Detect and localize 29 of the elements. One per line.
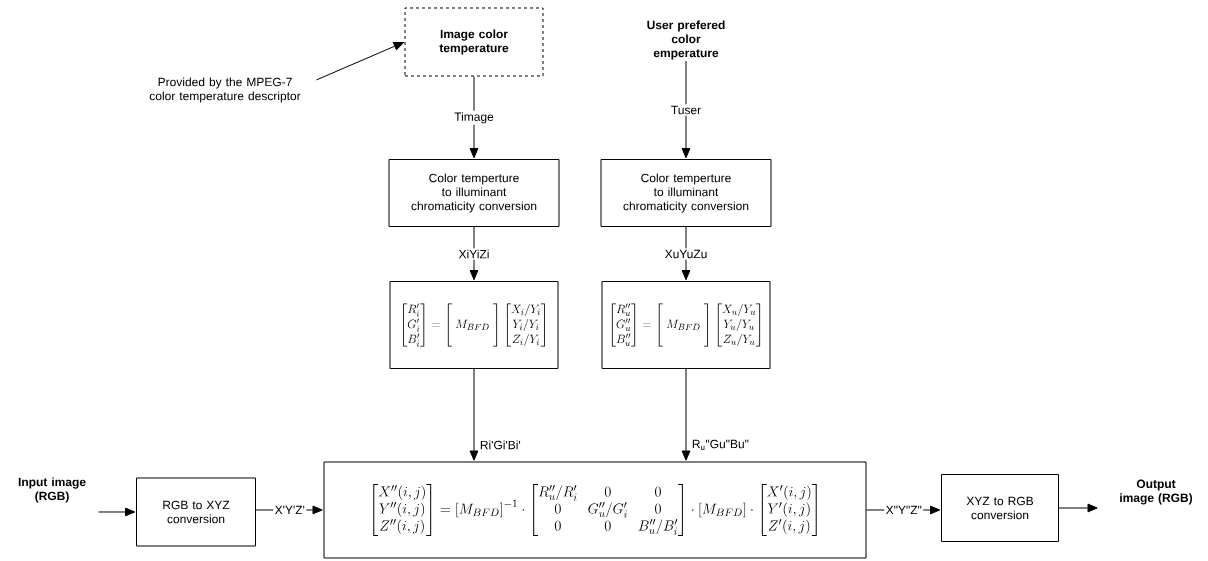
process-box: Color temperture to illuminant chromaticity conversion [388, 159, 560, 227]
output-label: Output image (RGB) [1120, 479, 1193, 505]
arrow [681, 60, 691, 159]
process-box: XYZ to RGB conversion [941, 474, 1059, 542]
edge-label: X"Y"Z" [884, 504, 924, 516]
edge-label: Tuser [669, 104, 703, 116]
process-box: RGB to XYZ conversion [136, 477, 256, 547]
edge-label: Timage [452, 110, 496, 125]
arrow [469, 226, 479, 281]
arrow [681, 368, 691, 461]
edge-label: XiYiZi [457, 248, 491, 260]
formula-box: $\begin{bmatrix}R_i'\\G_i'\\B_i'\end{bmatrix}=\begin{bmatrix}\\ \;M_{BFD}\;\\ \\\end{bmatrix}\begin{bmatrix}X_i/Y_i\\Y_i/Y_i\\Z_i/Y_i\end{bmatrix}$ [389, 281, 559, 369]
arrow [469, 76, 479, 159]
edge-label: R$_{u}$"Gu"Bu" [692, 439, 749, 450]
formula-box: $\begin{bmatrix}X''(i,j)\\Y''(i,j)\\Z''(i,j)\end{bmatrix}=\left[M_{BFD}\right]^{-1}\cdot\begin{bmatrix}R_u''/R_i' & 0 & 0\\0 & G_u''/G_i' & 0\\0 & 0 & B_u''/B_i'\end{bmatrix}\cdot\left[M_{BFD}\right]\cdot\begin{bmatrix}X'(i,j)\\Y'(i,j)\\Z'(i,j)\end{bmatrix}$ [323, 461, 867, 559]
arrow [316, 42, 404, 81]
annotation-text: Provided by the MPEG-7 color temperature descriptor [149, 77, 301, 103]
arrow [469, 368, 479, 461]
arrow [98, 507, 136, 517]
edge-label: X'Y'Z' [273, 504, 307, 516]
arrow [681, 226, 691, 281]
arrow [1058, 503, 1098, 513]
input-label: Input image (RGB) [18, 477, 86, 503]
edge-label: XuYuZu [663, 248, 709, 260]
process-box: Color temperture to illuminant chromaticity conversion [600, 159, 772, 227]
edge-label: Ri'Gi'Bi' [480, 440, 521, 450]
dashed-box: Image color temperature [404, 7, 544, 77]
title-text: User prefered color emperature [647, 20, 725, 60]
formula-box: $\begin{bmatrix}R_u''\\G_u''\\B_u''\end{bmatrix}=\begin{bmatrix}\\ \;M_{BFD}\;\\ \\\end{bmatrix}\begin{bmatrix}X_u/Y_u\\Y_u/Y_u\\Z_u/Y_u\end{bmatrix}$ [601, 281, 771, 369]
